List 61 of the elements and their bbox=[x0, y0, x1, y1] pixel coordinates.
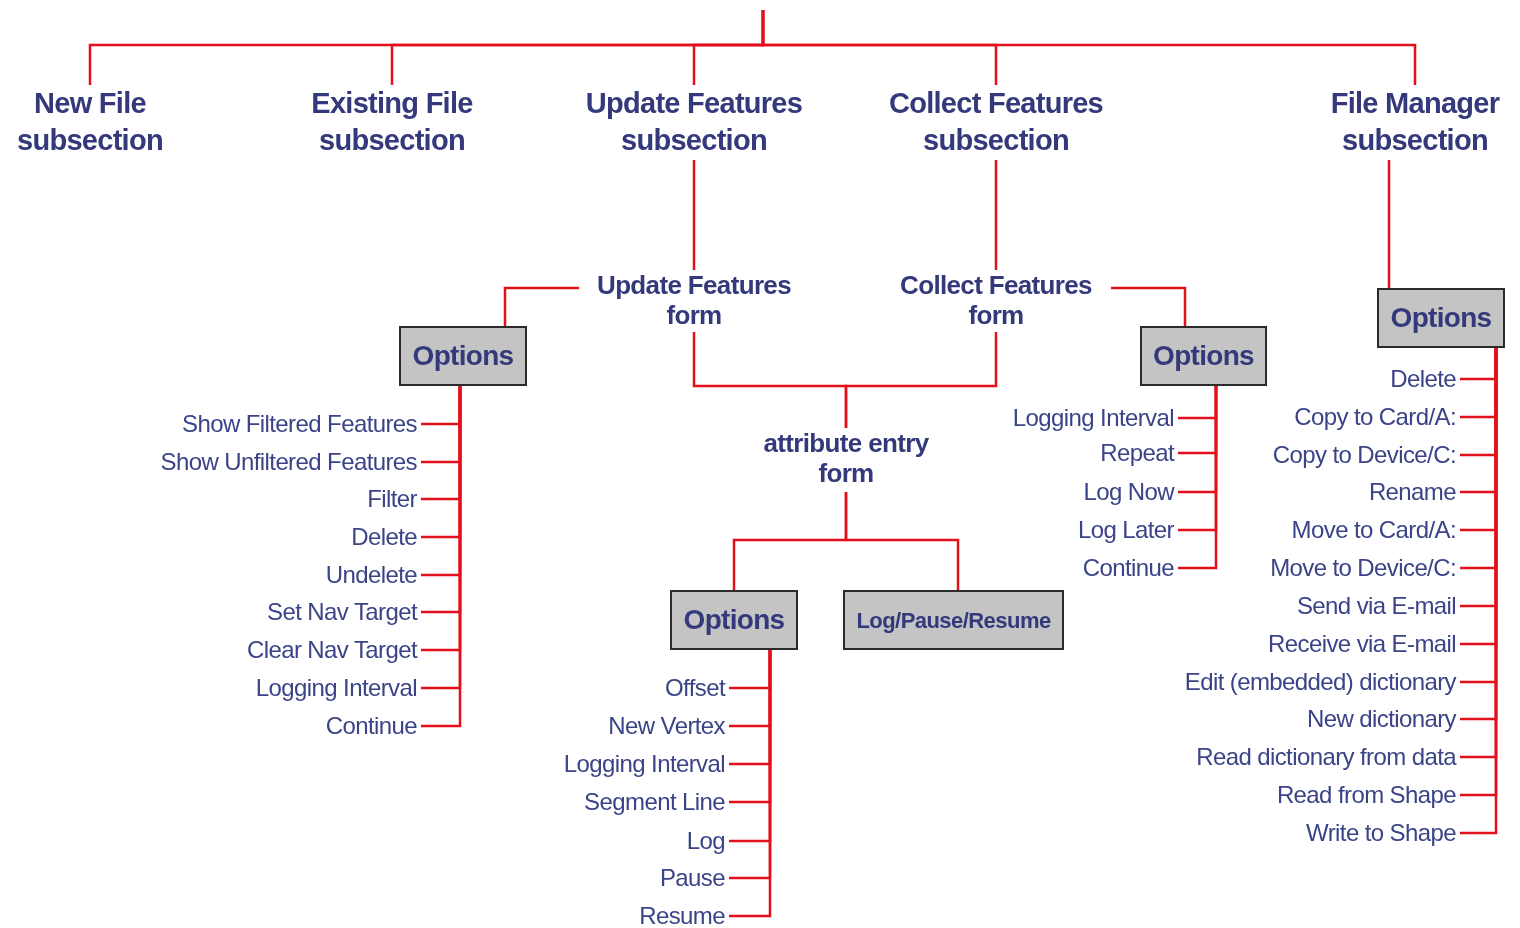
section-heading: File Manager subsection bbox=[1315, 85, 1515, 160]
option-label: Pause bbox=[659, 862, 725, 894]
section-heading: Collect Features subsection bbox=[868, 85, 1124, 160]
option-label: Send via E-mail bbox=[1296, 590, 1456, 622]
option-label: Log Later bbox=[1078, 514, 1174, 546]
option-label: Edit (embedded) dictionary bbox=[1184, 666, 1456, 698]
option-label: Segment Line bbox=[584, 786, 725, 818]
option-label: Delete bbox=[351, 521, 417, 553]
option-label: New dictionary bbox=[1307, 703, 1456, 735]
connector-line bbox=[761, 10, 1417, 85]
section-heading: Existing File subsection bbox=[287, 85, 497, 160]
option-label: Clear Nav Target bbox=[246, 634, 417, 666]
section-heading: New File subsection bbox=[0, 85, 180, 160]
option-label: Continue bbox=[1082, 552, 1174, 584]
box-title: Options bbox=[1390, 301, 1492, 335]
connector-line bbox=[692, 160, 696, 270]
options-box bbox=[399, 326, 527, 386]
form-heading: Collect Features form bbox=[881, 270, 1111, 332]
box-title: Options bbox=[412, 339, 514, 373]
option-label: Offset bbox=[665, 672, 725, 704]
option-label: Undelete bbox=[325, 559, 417, 591]
option-label: Logging Interval bbox=[255, 672, 417, 704]
option-label: Set Nav Target bbox=[267, 596, 417, 628]
option-label: Resume bbox=[639, 900, 725, 928]
option-label: Delete bbox=[1390, 363, 1456, 395]
box-title: Log/Pause/Resume bbox=[856, 606, 1051, 635]
connector-line bbox=[503, 286, 579, 326]
options-box bbox=[1140, 326, 1267, 386]
option-label: Receive via E-mail bbox=[1268, 628, 1456, 660]
option-label: Log bbox=[686, 825, 725, 857]
connector-line bbox=[844, 492, 960, 590]
options-box bbox=[843, 590, 1064, 650]
option-label: Log Now bbox=[1083, 476, 1174, 508]
connector-line bbox=[994, 160, 998, 270]
option-label: Show Filtered Features bbox=[182, 408, 417, 440]
option-label: Logging Interval bbox=[563, 748, 725, 780]
options-box bbox=[670, 590, 798, 650]
option-label: Continue bbox=[325, 710, 417, 742]
box-title: Options bbox=[683, 603, 785, 637]
option-label: Rename bbox=[1368, 476, 1456, 508]
connector-line bbox=[1178, 386, 1218, 570]
option-label: Write to Shape bbox=[1306, 817, 1456, 849]
option-label: Copy to Card/A: bbox=[1294, 401, 1456, 433]
option-label: Logging Interval bbox=[1012, 402, 1174, 434]
connector-line bbox=[1387, 160, 1391, 288]
connector-line bbox=[1111, 286, 1187, 326]
box-title: Options bbox=[1153, 339, 1254, 373]
option-label: Read dictionary from data bbox=[1196, 741, 1456, 773]
section-heading: Update Features subsection bbox=[566, 85, 822, 160]
option-label: Copy to Device/C: bbox=[1272, 439, 1456, 471]
options-box bbox=[1377, 288, 1505, 348]
option-label: Read from Shape bbox=[1276, 779, 1456, 811]
option-label: Show Unfiltered Features bbox=[160, 446, 417, 478]
form-heading: attribute entry form bbox=[746, 428, 946, 492]
option-label: Repeat bbox=[1100, 437, 1174, 469]
option-label: New Vertex bbox=[608, 710, 725, 742]
option-label: Move to Device/C: bbox=[1270, 552, 1456, 584]
option-label: Move to Card/A: bbox=[1291, 514, 1456, 546]
form-heading: Update Features form bbox=[579, 270, 809, 332]
option-label: Filter bbox=[367, 483, 417, 515]
connector-line bbox=[844, 332, 998, 428]
